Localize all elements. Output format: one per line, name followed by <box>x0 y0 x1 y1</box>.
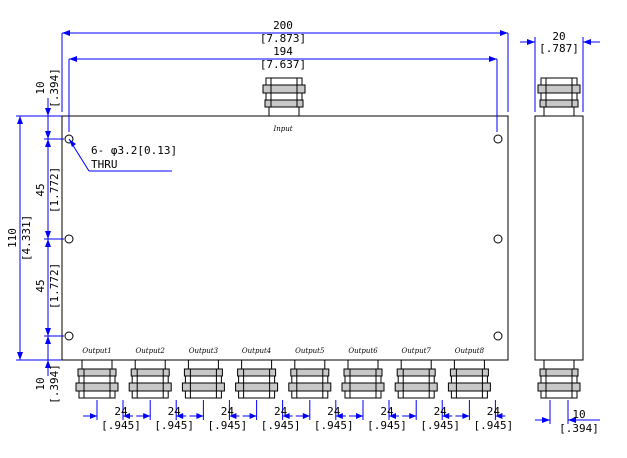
output-pitch-mm: 24 <box>380 405 394 418</box>
hole-callout-leader <box>68 138 172 172</box>
hole-pitch-upper-inch: [1.772] <box>48 167 61 213</box>
hole-span-mm: 194 <box>273 45 293 58</box>
dim-overall-height <box>17 116 23 360</box>
dim-hole-span <box>68 56 498 132</box>
output-pitch-inch: [.945] <box>420 419 460 432</box>
output-connector <box>128 359 172 399</box>
top-offset-mm: 10 <box>34 81 47 94</box>
output-label: Output2 <box>136 347 166 355</box>
left-extension-lines <box>16 115 64 361</box>
mounting-hole <box>64 134 74 144</box>
side-view-body <box>534 115 584 361</box>
output-pitch-mm: 24 <box>487 405 501 418</box>
output-pitch-mm: 24 <box>221 405 235 418</box>
dim-bottom-offset <box>45 360 51 376</box>
output-pitch-dim: 24[.945] <box>83 400 141 432</box>
hole-pitch-upper-mm: 45 <box>34 183 47 196</box>
output-pitch-mm: 24 <box>168 405 182 418</box>
divider-body-outline <box>61 115 509 361</box>
hole-span-inch: [7.637] <box>260 58 306 71</box>
output-pitch-mm: 24 <box>327 405 341 418</box>
hole-pitch-lower-mm: 45 <box>34 279 47 292</box>
output-pitch-inch: [.945] <box>154 419 194 432</box>
output-pitch-dim: 24[.945] <box>402 400 460 432</box>
mounting-hole <box>493 234 503 244</box>
bottom-offset-inch: [.394] <box>48 364 61 404</box>
output-pitch-inch: [.945] <box>474 419 514 432</box>
output-connector <box>447 359 491 399</box>
bottom-offset-mm: 10 <box>34 377 47 390</box>
output-connector <box>75 359 119 399</box>
output-pitch-mm: 24 <box>274 405 288 418</box>
side-bottom-inch: [.394] <box>559 422 599 435</box>
dim-depth <box>520 37 600 112</box>
mounting-hole <box>493 331 503 341</box>
mounting-holes <box>64 134 503 341</box>
output-pitch-inch: [.945] <box>367 419 407 432</box>
output-pitch-inch: [.945] <box>101 419 141 432</box>
top-offset-inch: [.394] <box>48 68 61 108</box>
output-label: Output4 <box>242 347 271 355</box>
output-label: Output5 <box>295 347 325 355</box>
output-pitch-mm: 24 <box>434 405 448 418</box>
side-bottom-mm: 10 <box>572 408 585 421</box>
output-connector <box>181 359 225 399</box>
output-label: Output3 <box>189 347 219 355</box>
overall-width-inch: [7.873] <box>260 32 306 45</box>
output-pitch-dim: 24[.945] <box>189 400 247 432</box>
output-pitch-inch: [.945] <box>314 419 354 432</box>
overall-width-mm: 200 <box>273 19 293 32</box>
overall-height-inch: [4.331] <box>20 215 33 261</box>
hole-callout-thru: THRU <box>91 158 118 171</box>
output-pitch-dim: 24[.945] <box>455 400 513 432</box>
overall-height-mm: 110 <box>6 228 19 248</box>
dim-side-bottom <box>535 400 600 424</box>
dim-hole-pitch <box>45 116 51 360</box>
output-label: Output8 <box>455 347 485 355</box>
input-connector <box>262 77 306 117</box>
output-connector <box>394 359 438 399</box>
mounting-hole <box>493 134 503 144</box>
dim-top-offset <box>45 98 51 116</box>
depth-inch: [.787] <box>539 42 579 55</box>
output-pitch-dim: 24[.945] <box>349 400 407 432</box>
input-label: Input <box>272 125 292 133</box>
output-pitch-dimensions: 24[.945]24[.945]24[.945]24[.945]24[.945]… <box>83 400 513 432</box>
output-pitch-mm: 24 <box>114 405 128 418</box>
output-pitch-inch: [.945] <box>261 419 301 432</box>
mounting-hole <box>64 234 74 244</box>
output-label: Output1 <box>82 347 111 355</box>
output-pitch-inch: [.945] <box>208 419 248 432</box>
output-connectors: Output1 Output2 Output3 Output4 Output5 Outpu… <box>75 347 491 399</box>
output-connector <box>288 359 332 399</box>
dim-overall-width <box>61 30 509 112</box>
output-connector <box>341 359 385 399</box>
mounting-hole <box>64 331 74 341</box>
output-pitch-dim: 24[.945] <box>136 400 194 432</box>
output-connector <box>235 359 279 399</box>
output-label: Output6 <box>348 347 378 355</box>
hole-pitch-lower-inch: [1.772] <box>48 263 61 309</box>
output-pitch-dim: 24[.945] <box>295 400 354 432</box>
output-label: Output7 <box>402 347 432 355</box>
side-bottom-connector <box>537 359 581 399</box>
hole-callout-size: 6- φ3.2[0.13] <box>91 144 177 157</box>
side-top-connector <box>537 77 581 117</box>
output-pitch-dim: 24[.945] <box>242 400 301 432</box>
depth-mm: 20 <box>552 30 565 43</box>
